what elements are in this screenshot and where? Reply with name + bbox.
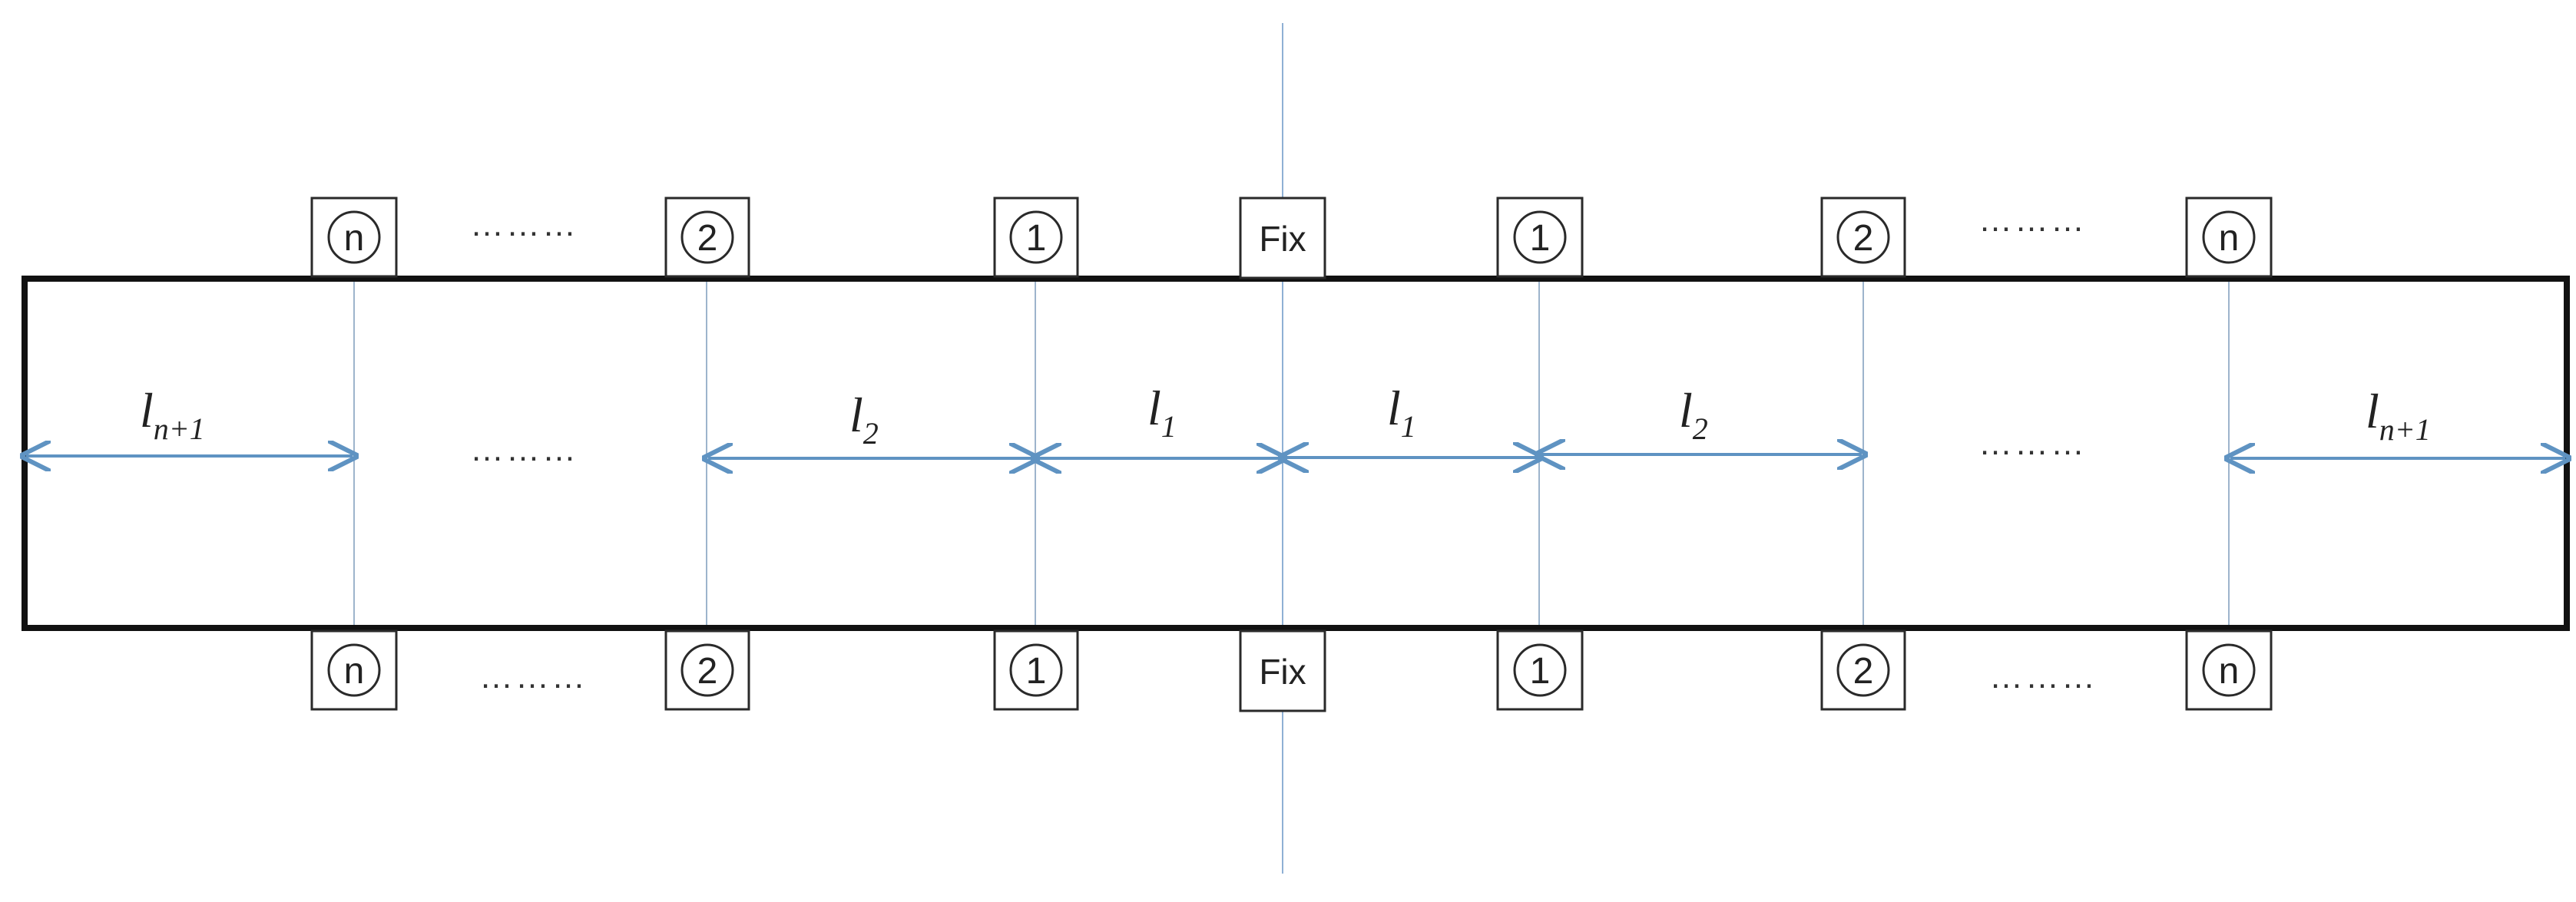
support-top-right-n: n (2185, 197, 2273, 278)
span-label-left-l1: l1 (1147, 381, 1177, 444)
support-top-left-n: n (310, 197, 398, 278)
svg-text:1: 1 (1530, 218, 1551, 259)
svg-text:2: 2 (1853, 218, 1874, 259)
svg-text:n: n (344, 218, 365, 259)
svg-text:n: n (2219, 218, 2240, 259)
span-label-left-ln1: ln+1 (140, 383, 205, 446)
support-top-left-2: 2 (664, 197, 750, 278)
support-bottom-right-2: 2 (1820, 629, 1906, 711)
support-bottom-left-2: 2 (664, 629, 750, 711)
support-top-fix: Fix (1239, 197, 1326, 279)
span-label-left-l2: l2 (849, 388, 879, 451)
svg-text:2: 2 (697, 218, 718, 259)
svg-text:n: n (344, 651, 365, 692)
support-bottom-right-1: 1 (1496, 629, 1584, 711)
beam-body (22, 276, 2570, 631)
ellipsis-bottom-left: ……… (479, 658, 588, 695)
ellipsis-beam-right: ……… (1978, 425, 2087, 462)
support-bottom-fix: Fix (1239, 629, 1326, 712)
svg-text:Fix: Fix (1259, 652, 1306, 692)
svg-text:2: 2 (1853, 651, 1874, 692)
ellipsis-bottom-right: ……… (1989, 658, 2098, 695)
svg-text:Fix: Fix (1259, 219, 1306, 259)
svg-text:1: 1 (1026, 218, 1047, 259)
svg-text:1: 1 (1026, 651, 1047, 692)
support-top-left-1: 1 (993, 197, 1079, 278)
support-bottom-left-n: n (310, 629, 398, 711)
ellipsis-top-right: ……… (1978, 201, 2087, 239)
ellipsis-beam-left: ……… (470, 431, 578, 468)
support-bottom-right-n: n (2185, 629, 2273, 711)
svg-text:n: n (2219, 651, 2240, 692)
svg-text:2: 2 (697, 651, 718, 692)
span-label-right-l2: l2 (1679, 383, 1708, 446)
support-top-right-1: 1 (1496, 197, 1584, 278)
ellipsis-top-left: ……… (470, 206, 578, 243)
span-label-right-l1: l1 (1387, 381, 1416, 444)
svg-text:1: 1 (1530, 651, 1551, 692)
support-bottom-left-1: 1 (993, 629, 1079, 711)
support-top-right-2: 2 (1820, 197, 1906, 278)
span-label-right-ln1: ln+1 (2366, 384, 2431, 447)
